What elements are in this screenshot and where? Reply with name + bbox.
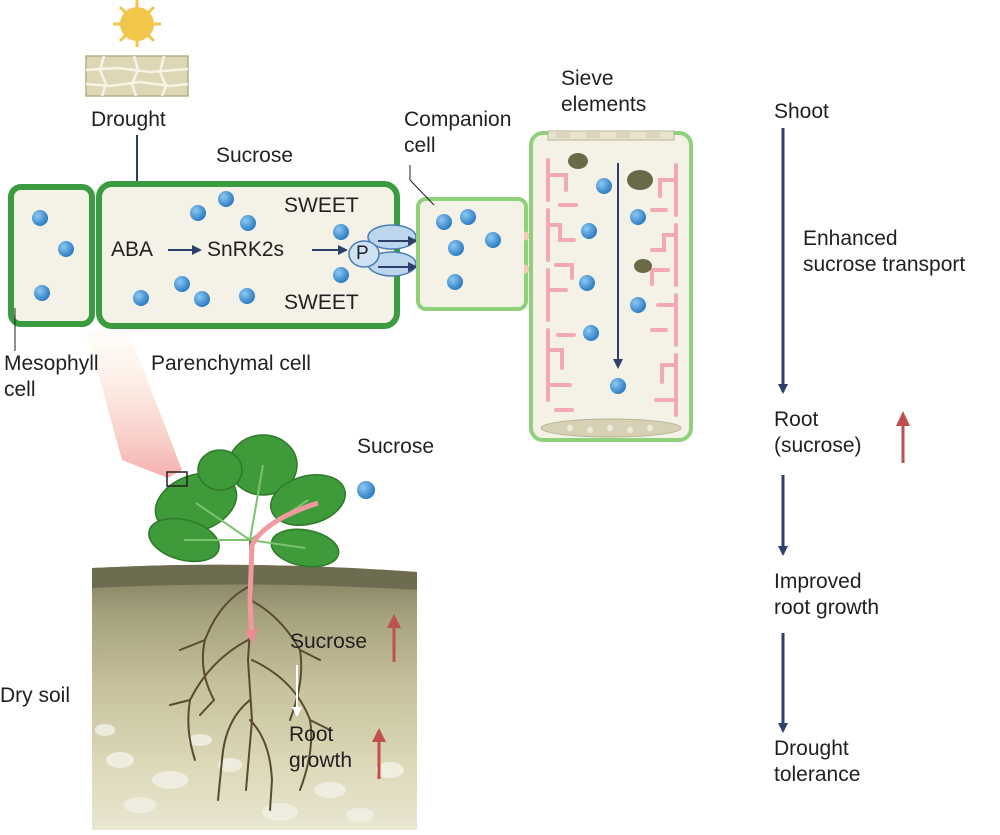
sucrose-molecules	[32, 178, 646, 394]
snrk2s-label: SnRK2s	[207, 238, 285, 261]
parenchymal-label: Parenchymal cell	[151, 352, 311, 375]
root-sucrose-increase-arrow	[896, 411, 910, 463]
phosphate-label: P	[356, 243, 369, 264]
phosphate-badge	[348, 240, 380, 268]
dry-soil-patch-icon	[85, 55, 189, 97]
mesophyll-cell	[8, 184, 95, 327]
soil-sucrose-label: Sucrose	[290, 630, 368, 653]
flow-shoot: Shoot	[774, 100, 829, 123]
soil-block	[91, 564, 418, 830]
sieve-element	[529, 130, 693, 442]
zoom-beam	[86, 330, 182, 478]
flow-root-sucrose: Root (sucrose)	[774, 408, 862, 457]
flow-improved-root-growth: Improved root growth	[774, 570, 880, 619]
root-growth-label: Root growth	[289, 723, 353, 772]
mesophyll-label: Mesophyll cell	[4, 352, 99, 401]
companion-leader	[409, 165, 435, 206]
sweet-bottom-label: SWEET	[284, 291, 359, 314]
sucrose-top-label: Sucrose	[216, 144, 294, 167]
sucrose-legend-label: Sucrose	[357, 435, 435, 458]
sucrose-to-root-arrow	[244, 500, 319, 644]
sucrose-increase-arrow	[387, 614, 401, 662]
sweet-top-label: SWEET	[284, 194, 359, 217]
sieve-label: Sieve elements	[561, 67, 647, 116]
drought-label: Drought	[91, 108, 166, 131]
dry-soil-label: Dry soil	[0, 684, 71, 707]
sun-icon	[113, 0, 161, 47]
companion-label: Companion cell	[404, 108, 512, 157]
plant-rosette	[148, 434, 346, 568]
flow-enhanced-transport: Enhanced sucrose transport	[803, 227, 966, 276]
sucrose-legend-dot	[357, 481, 375, 499]
flow-drought-tolerance: Drought tolerance	[774, 737, 861, 786]
root-growth-increase-arrow	[372, 728, 386, 779]
aba-label: ABA	[111, 238, 154, 261]
